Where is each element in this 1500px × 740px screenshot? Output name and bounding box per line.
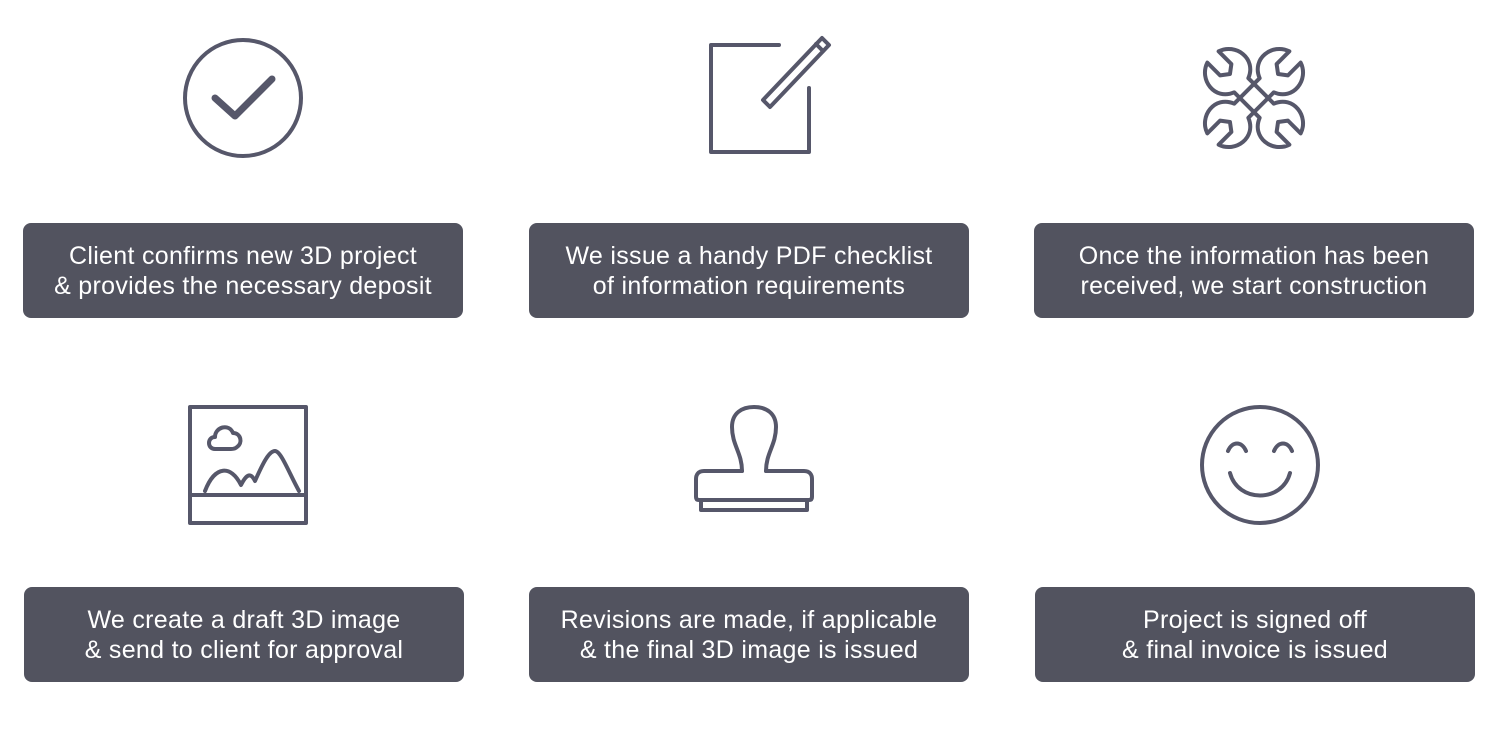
step-label-line: Client confirms new 3D project xyxy=(68,241,417,270)
step-label: Once the information has been received, … xyxy=(1034,223,1474,318)
step-label-line: received, we start construction xyxy=(1080,271,1428,300)
smiley-face-icon xyxy=(1190,393,1330,533)
step-label-line: of information requirements xyxy=(592,271,906,300)
step-label: We issue a handy PDF checklist of inform… xyxy=(529,223,969,318)
step-label-line: & provides the necessary deposit xyxy=(54,271,432,300)
rubber-stamp-icon xyxy=(684,393,824,533)
step-label-line: Once the information has been xyxy=(1078,241,1430,270)
step-label: Client confirms new 3D project & provide… xyxy=(23,223,463,318)
step-label-line: & the final 3D image is issued xyxy=(579,635,919,664)
check-circle-icon xyxy=(173,28,313,168)
step-label-line: We issue a handy PDF checklist xyxy=(565,241,933,270)
step-label-line: We create a draft 3D image xyxy=(87,605,401,634)
step-label-line: & final invoice is issued xyxy=(1122,635,1388,664)
step-label-line: & send to client for approval xyxy=(84,635,404,664)
crossed-wrenches-icon xyxy=(1184,28,1324,168)
step-label: Revisions are made, if applicable & the … xyxy=(529,587,969,682)
landscape-image-icon xyxy=(179,393,319,533)
step-label: Project is signed off & final invoice is… xyxy=(1035,587,1475,682)
step-label-line: Project is signed off xyxy=(1142,605,1367,634)
step-label-line: Revisions are made, if applicable xyxy=(560,605,938,634)
pencil-note-icon xyxy=(699,28,839,168)
step-label: We create a draft 3D image & send to cli… xyxy=(24,587,464,682)
